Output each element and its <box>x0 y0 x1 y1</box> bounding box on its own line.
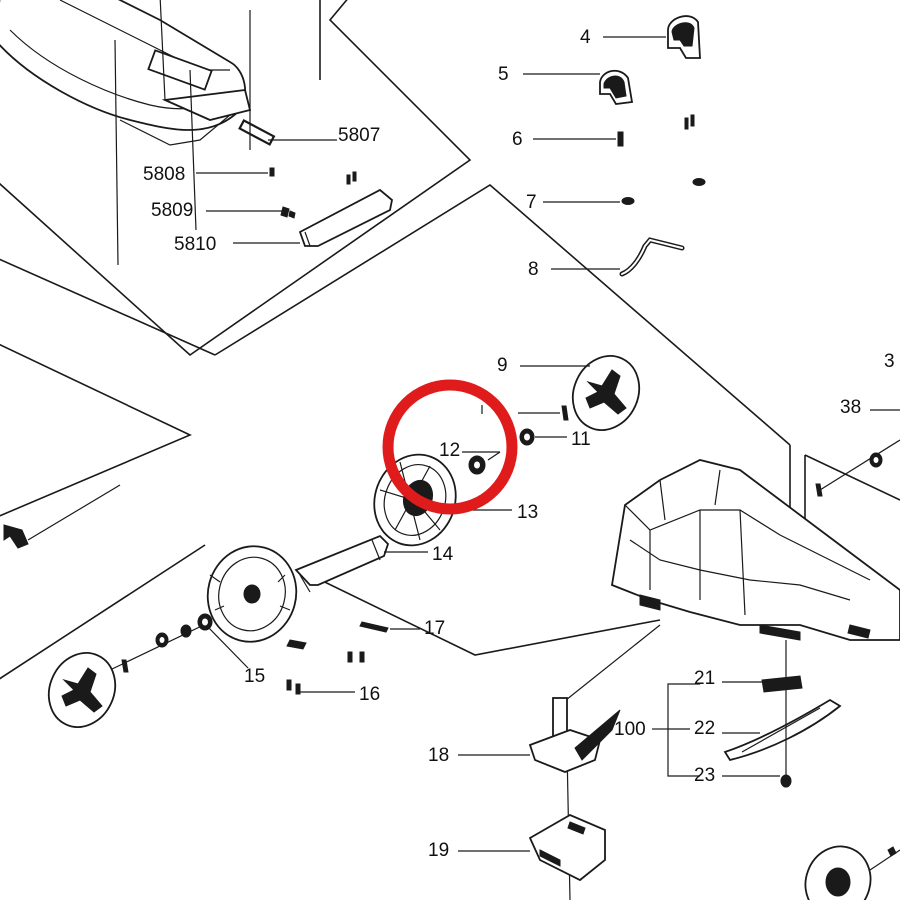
part-11-washer <box>519 428 567 446</box>
callout-9: 9 <box>497 355 508 376</box>
part-21-blade-holder <box>722 675 803 693</box>
callout-21: 21 <box>694 668 715 689</box>
part-5807-spring <box>238 118 337 146</box>
part-22-blade <box>722 698 842 762</box>
part-16-screws <box>286 639 365 695</box>
callout-16: 16 <box>359 684 380 705</box>
part-18-blade-adapter <box>458 697 621 773</box>
deck-link-line <box>565 624 661 701</box>
callout-4: 4 <box>580 27 591 48</box>
part-23-bolt <box>722 640 792 788</box>
callout-23: 23 <box>694 765 715 786</box>
part-9-hub-cap <box>520 355 641 431</box>
callout-3x: 3 <box>884 351 895 372</box>
part-5-rear-cover <box>523 69 634 105</box>
part-100-blade-kit <box>652 683 700 777</box>
axle-pin <box>481 405 569 421</box>
callout-17: 17 <box>424 618 445 639</box>
callout-11: 11 <box>571 429 591 450</box>
part-15-front-wheel <box>205 545 298 669</box>
callout-15: 15 <box>244 666 265 687</box>
callout-38: 38 <box>840 397 861 418</box>
part-12-spacer <box>462 451 501 475</box>
callout-5810: 5810 <box>174 234 216 255</box>
callout-19: 19 <box>428 840 449 861</box>
hub-cap-left <box>47 652 117 728</box>
callout-18: 18 <box>428 745 449 766</box>
callout-5809: 5809 <box>151 200 193 221</box>
callout-14: 14 <box>432 544 454 565</box>
callout-100: 100 <box>614 719 646 740</box>
part-5810-lever <box>233 188 393 247</box>
highlight-circle <box>382 379 518 515</box>
axle-hardware-left <box>109 613 213 673</box>
callout-5808: 5808 <box>143 164 185 185</box>
wheel-bottom-right <box>804 845 900 900</box>
panel-frames <box>0 0 900 680</box>
callout-5: 5 <box>498 64 509 85</box>
callout-22: 22 <box>694 718 715 739</box>
callout-13: 13 <box>517 502 538 523</box>
callout-12: 12 <box>439 440 460 461</box>
callout-5807: 5807 <box>338 125 380 146</box>
part-19-bracket <box>458 813 606 882</box>
part-5808-pin <box>196 167 275 177</box>
part-6-bolt <box>533 114 695 147</box>
handle-assembly <box>0 0 252 266</box>
callout-7: 7 <box>526 192 537 213</box>
part-14-axle <box>294 534 428 593</box>
callout-labels: 4 5 6 7 8 9 11 12 13 14 15 16 17 18 19 2… <box>143 27 895 861</box>
callout-8: 8 <box>528 259 539 280</box>
part-7-nut <box>543 178 706 205</box>
part-17-pin <box>359 621 420 633</box>
small-screws <box>346 171 357 185</box>
part-38-bolt <box>815 409 900 497</box>
part-4-rear-cover <box>603 15 701 59</box>
part-5809-screw <box>206 206 296 219</box>
mower-deck <box>610 459 900 641</box>
left-edge-part <box>3 484 121 549</box>
part-8-rod <box>551 237 685 277</box>
callout-6: 6 <box>512 129 523 150</box>
